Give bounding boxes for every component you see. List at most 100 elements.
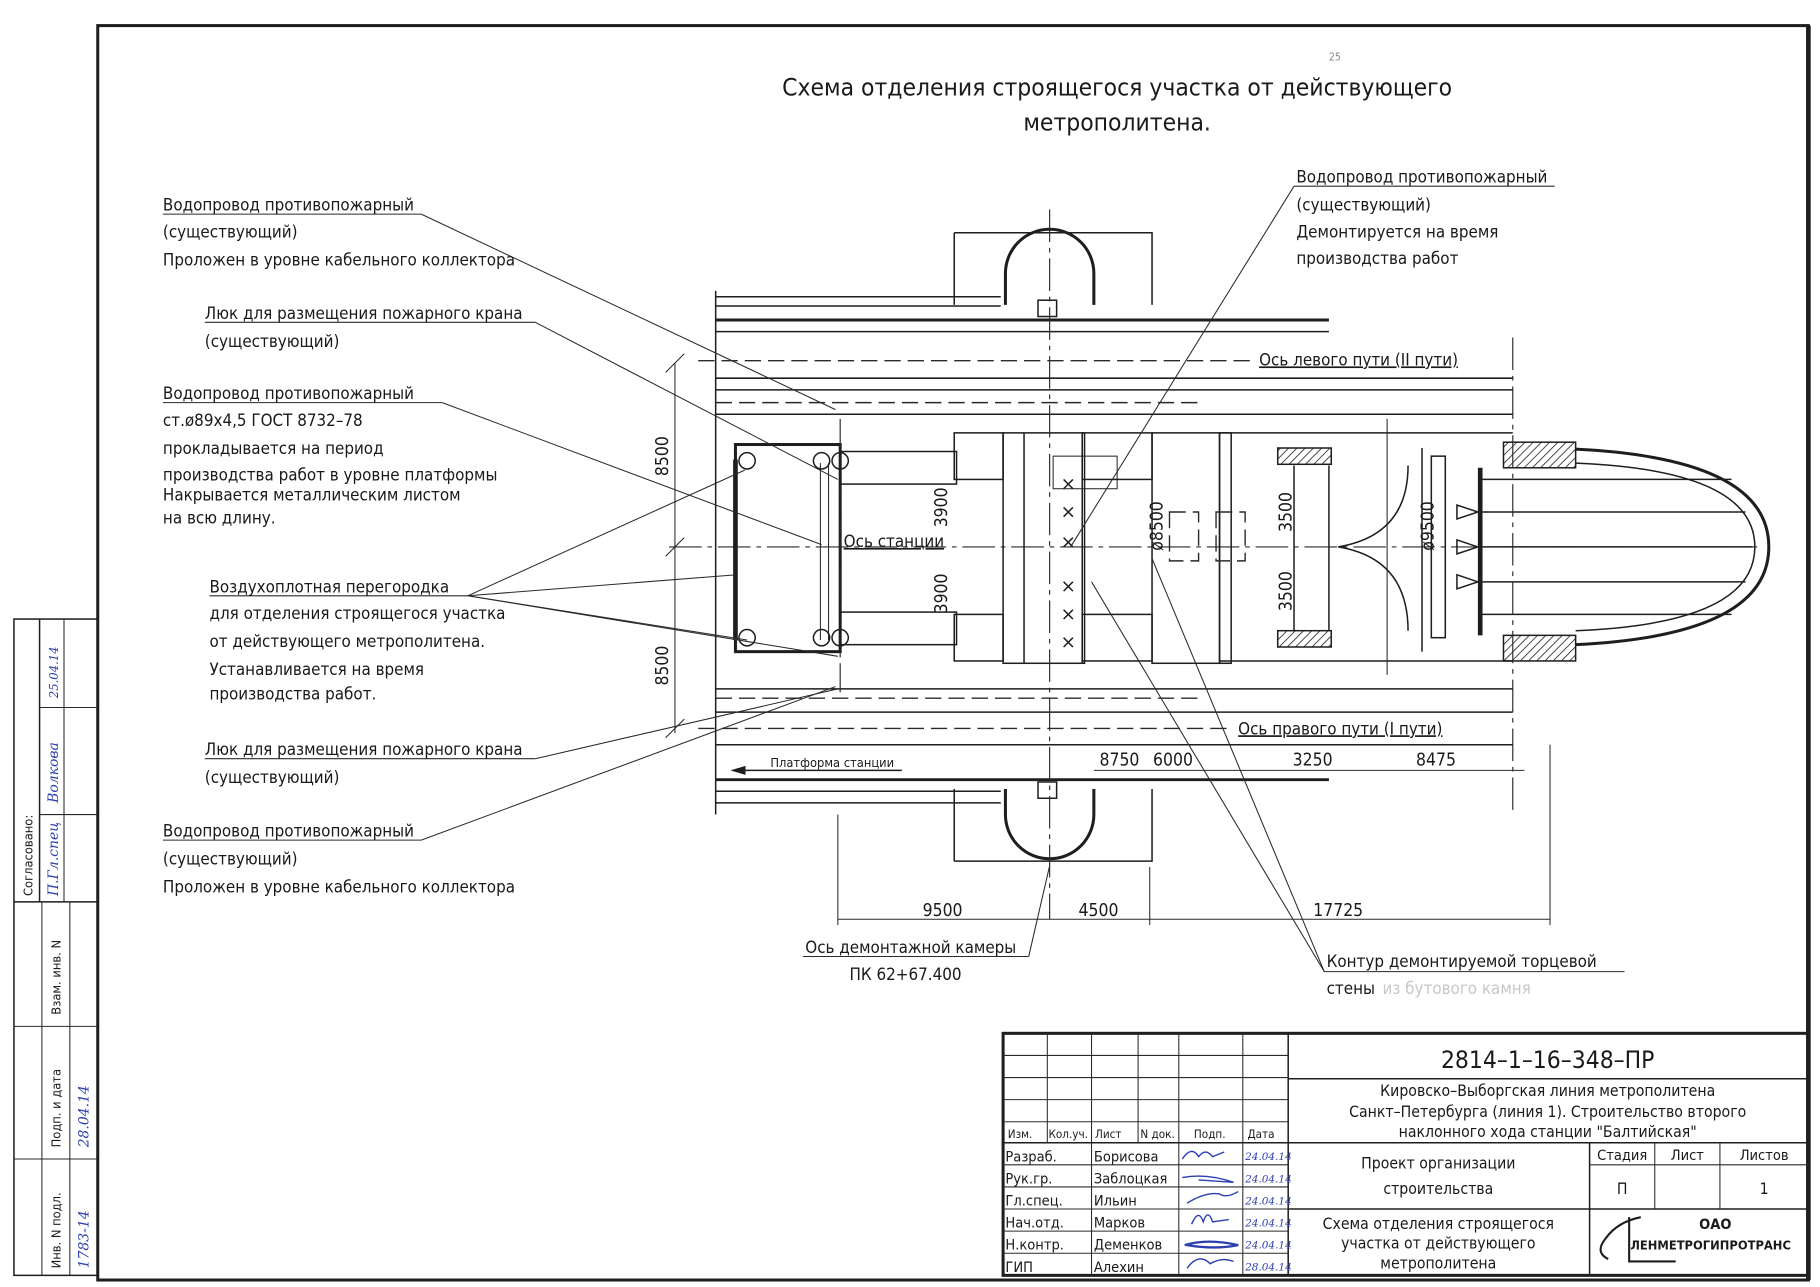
agreed-sig-3: 25.04.14 (47, 646, 61, 699)
svg-text:Дата: Дата (1247, 1127, 1274, 1141)
svg-text:Подп.: Подп. (1194, 1127, 1226, 1141)
inv-orig-value: 1783-14 (76, 1210, 92, 1268)
callout-fire-main-bottom: Водопровод противопожарный (существующий… (163, 821, 515, 897)
svg-text:24.04.14: 24.04.14 (1244, 1240, 1292, 1252)
svg-text:24.04.14: 24.04.14 (1244, 1217, 1292, 1229)
station-plan (665, 209, 1771, 920)
inv-replace-label: Взам. инв. N (50, 940, 65, 1015)
svg-text:Люк для размещения пожарного к: Люк для размещения пожарного крана (205, 303, 523, 323)
stage-value: П (1617, 1179, 1628, 1198)
svg-text:(существующий): (существующий) (163, 221, 298, 241)
sheets-value: 1 (1760, 1179, 1769, 1198)
dim-diameter-9500: ø9500 (1419, 501, 1439, 551)
agreed-sig-2: Волкова (46, 742, 62, 804)
callout-fire-main-top: Водопровод противопожарный (существующий… (163, 195, 515, 270)
section-title-2: строительства (1383, 1179, 1493, 1198)
org-line-1: ОАО (1699, 1217, 1731, 1233)
svg-text:Устанавливается на время: Устанавливается на время (209, 659, 424, 679)
project-line-3: наклонного хода станции "Балтийская" (1399, 1122, 1697, 1141)
svg-text:24.04.14: 24.04.14 (1244, 1195, 1292, 1207)
svg-text:Проложен в уровне кабельного к: Проложен в уровне кабельного коллектора (163, 249, 515, 269)
svg-text:производства работ в уровне пл: производства работ в уровне платформы (163, 465, 498, 485)
svg-text:Заблоцкая: Заблоцкая (1094, 1171, 1167, 1187)
org-logo-icon (1599, 1216, 1676, 1263)
dim-center-lower: 3900 (932, 574, 952, 614)
drawing-title-line2: метрополитена. (1023, 107, 1211, 136)
sign-date-label: Подп. и дата (50, 1069, 65, 1147)
svg-text:Ось демонтажной камеры: Ось демонтажной камеры (805, 937, 1016, 957)
svg-text:Контур демонтируемой торцевой: Контур демонтируемой торцевой (1327, 951, 1597, 971)
callout-hydrant-hatch-bottom: Люк для размещения пожарного крана (суще… (205, 739, 523, 787)
stage-header: Стадия (1597, 1148, 1647, 1164)
org-line-2: ЛЕНМЕТРОГИПРОТРАНС (1630, 1239, 1791, 1254)
svg-text:ПК 62+67.400: ПК 62+67.400 (849, 964, 961, 984)
svg-text:(существующий): (существующий) (163, 849, 298, 869)
project-line-1: Кировско–Выборгская линия метрополитена (1380, 1081, 1715, 1100)
dim-chain-8475: 8475 (1416, 751, 1456, 771)
svg-text:Водопровод противопожарный: Водопровод противопожарный (163, 821, 414, 841)
dim-bottom-17725: 17725 (1313, 901, 1363, 921)
left-track-axis-label: Ось левого пути (II пути) (1259, 349, 1458, 369)
svg-text:Изм.: Изм. (1008, 1127, 1033, 1141)
svg-text:производства работ: производства работ (1296, 248, 1458, 268)
svg-text:(существующий): (существующий) (1296, 195, 1431, 215)
svg-text:Гл.спец.: Гл.спец. (1005, 1194, 1062, 1210)
svg-text:от действующего метрополитена.: от действующего метрополитена. (209, 631, 485, 651)
dim-right-lower: 3500 (1277, 571, 1297, 611)
svg-text:Водопровод противопожарный: Водопровод противопожарный (163, 195, 414, 215)
svg-text:Проложен в уровне кабельного к: Проложен в уровне кабельного коллектора (163, 877, 515, 897)
agreed-sig-1: П.Гл.спец (46, 822, 62, 897)
svg-text:Водопровод противопожарный: Водопровод противопожарный (163, 383, 414, 403)
title-block (1001, 1031, 1810, 1277)
svg-text:(существующий): (существующий) (205, 767, 340, 787)
callout-end-wall: Контур демонтируемой торцевой стены из б… (1327, 951, 1597, 998)
sheet-title-1: Схема отделения строящегося (1323, 1214, 1554, 1233)
svg-text:стены: стены (1327, 978, 1375, 998)
svg-text:24.04.14: 24.04.14 (1244, 1151, 1292, 1163)
callout-hydrant-hatch-top: Люк для размещения пожарного крана (суще… (205, 303, 523, 351)
svg-text:прокладывается на период: прокладывается на период (163, 438, 384, 458)
svg-text:Марков: Марков (1094, 1216, 1145, 1232)
revision-headers: Изм. Кол.уч. Лист N док. Подп. Дата (1008, 1127, 1275, 1141)
dim-left-upper: 8500 (653, 436, 673, 476)
dim-diameter-8500: ø8500 (1148, 501, 1168, 551)
svg-text:Нач.отд.: Нач.отд. (1005, 1216, 1064, 1232)
svg-text:из бутового камня: из бутового камня (1382, 978, 1530, 998)
callout-fire-main-temp: Водопровод противопожарный ст.ø89х4,5 ГО… (163, 383, 498, 528)
section-title-1: Проект организации (1361, 1153, 1515, 1172)
side-stamp (13, 618, 99, 1277)
svg-text:производства работ.: производства работ. (209, 683, 376, 703)
doc-code: 2814–1–16–348–ПР (1441, 1045, 1654, 1074)
sheet-title-3: метрополитена (1380, 1253, 1496, 1272)
svg-text:Рук.гр.: Рук.гр. (1005, 1171, 1052, 1187)
dim-center-upper: 3900 (932, 487, 952, 527)
sheets-header: Листов (1740, 1148, 1789, 1164)
callout-fire-main-dismantled: Водопровод противопожарный (существующий… (1296, 167, 1547, 268)
callout-airtight-partition: Воздухоплотная перегородка для отделения… (209, 576, 505, 703)
sheet-mark: 25 (1329, 52, 1341, 64)
svg-text:Люк для размещения пожарного к: Люк для размещения пожарного крана (205, 739, 523, 759)
svg-text:ГИП: ГИП (1005, 1260, 1033, 1276)
svg-text:ст.ø89х4,5 ГОСТ 8732–78: ст.ø89х4,5 ГОСТ 8732–78 (163, 410, 363, 430)
org-logo (1599, 1216, 1676, 1263)
svg-text:N док.: N док. (1140, 1127, 1174, 1141)
sheet-header: Лист (1671, 1148, 1705, 1164)
dim-chain-3250: 3250 (1293, 751, 1333, 771)
dim-bottom-9500: 9500 (923, 901, 963, 921)
svg-text:для отделения строящегося учас: для отделения строящегося участка (209, 603, 505, 623)
svg-text:24.04.14: 24.04.14 (1244, 1173, 1292, 1185)
drawing-title-line1: Схема отделения строящегося участка от д… (782, 72, 1452, 101)
dim-chain-8750: 8750 (1100, 751, 1140, 771)
leader-lines (162, 185, 1625, 973)
callout-dismantling-axis: Ось демонтажной камеры ПК 62+67.400 (805, 937, 1016, 984)
svg-text:Кол.уч.: Кол.уч. (1048, 1127, 1088, 1141)
agreed-label: Согласовано: (22, 815, 37, 896)
svg-text:Разраб.: Разраб. (1005, 1149, 1056, 1165)
dim-bottom-4500: 4500 (1079, 901, 1119, 921)
svg-text:Деменков: Деменков (1094, 1238, 1162, 1254)
signatures (1181, 1150, 1239, 1269)
project-line-2: Санкт–Петербурга (линия 1). Строительств… (1349, 1102, 1746, 1121)
svg-text:(существующий): (существующий) (205, 331, 340, 351)
svg-text:Водопровод противопожарный: Водопровод противопожарный (1296, 167, 1547, 187)
